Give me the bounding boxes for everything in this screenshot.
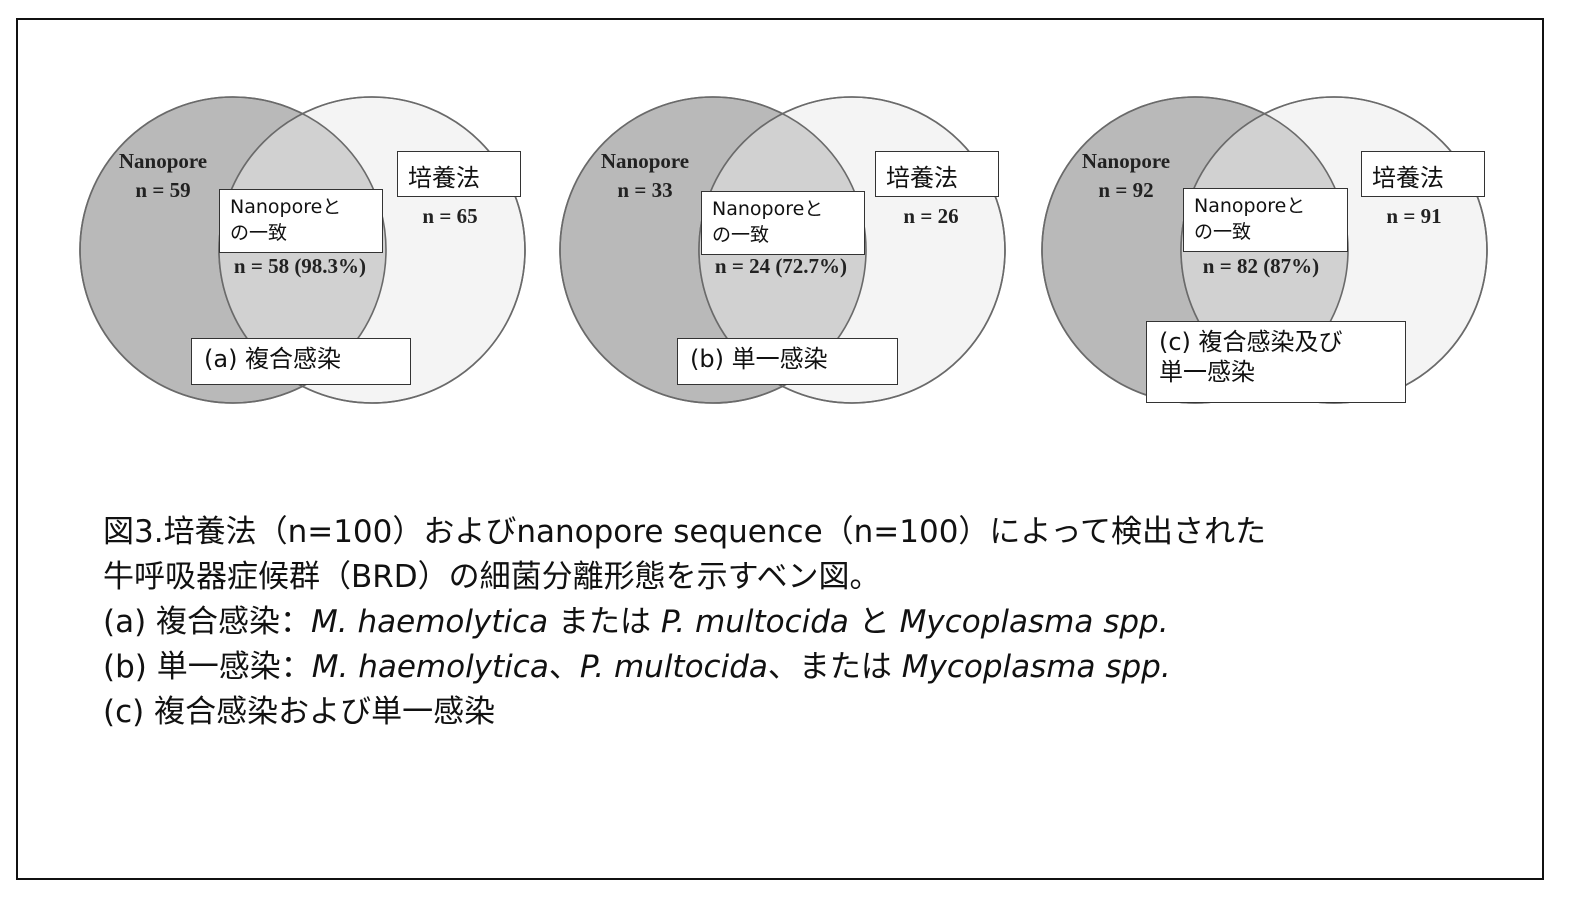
caption-text: 、または xyxy=(767,649,902,685)
venn-c-agree-box: Nanoporeと の一致 xyxy=(1183,188,1348,252)
figure-caption: 図3.培養法（n=100）およびnanopore sequence（n=100）… xyxy=(103,510,1523,735)
caption-line-4: (b) 単一感染：M. haemolytica、P. multocida、または… xyxy=(103,645,1523,690)
venn-c-overlap-n: n = 82 (87%) xyxy=(1203,254,1319,278)
venn-b-left-n: n = 33 xyxy=(617,178,672,202)
caption-line-4-prefix: (b) 単一感染： xyxy=(103,649,312,685)
caption-line-3-prefix: (a) 複合感染： xyxy=(103,604,312,640)
caption-line-2: 牛呼吸器症候群（BRD）の細菌分離形態を示すベン図。 xyxy=(103,559,881,595)
venn-c-label-box: (c) 複合感染及び 単一感染 xyxy=(1146,321,1406,403)
caption-text: または xyxy=(548,604,661,640)
caption-organism: M. haemolytica xyxy=(311,649,549,685)
caption-organism: P. multocida xyxy=(579,649,768,685)
venn-c-label-line2: 単一感染 xyxy=(1159,358,1255,386)
venn-a-agree-box: Nanoporeと の一致 xyxy=(219,189,383,253)
venn-b-agree-line2: の一致 xyxy=(712,224,770,246)
venn-a-left-n: n = 59 xyxy=(135,178,190,202)
venn-a-left-name: Nanopore xyxy=(119,149,207,173)
venn-b-right-n: n = 26 xyxy=(903,204,958,228)
caption-organism: Mycoplasma spp. xyxy=(899,604,1169,640)
venn-a-agree-line2: の一致 xyxy=(230,222,288,244)
caption-line-5: (c) 複合感染および単一感染 xyxy=(103,694,496,730)
caption-line-3: (a) 複合感染：M. haemolytica または P. multocida… xyxy=(103,600,1523,645)
caption-text: と xyxy=(848,604,900,640)
venn-a-culture-box: 培養法 xyxy=(397,151,521,197)
venn-c-right-n: n = 91 xyxy=(1386,204,1441,228)
venn-b-culture-label: 培養法 xyxy=(886,164,958,192)
venn-b-label-line1: (b) 単一感染 xyxy=(690,345,828,373)
venn-b-agree-line1: Nanoporeと xyxy=(712,198,824,220)
venn-b-agree-box: Nanoporeと の一致 xyxy=(701,191,865,255)
venn-b-overlap-n: n = 24 (72.7%) xyxy=(715,254,847,278)
caption-organism: Mycoplasma spp. xyxy=(901,649,1171,685)
venn-c-agree-line1: Nanoporeと xyxy=(1194,195,1306,217)
venn-c-culture-box: 培養法 xyxy=(1361,151,1485,197)
venn-b-label-box: (b) 単一感染 xyxy=(677,338,898,385)
venn-c-agree-line2: の一致 xyxy=(1194,221,1252,243)
caption-text: 、 xyxy=(548,649,580,685)
venn-c-culture-label: 培養法 xyxy=(1372,164,1444,192)
venn-c-left-name: Nanopore xyxy=(1082,149,1170,173)
venn-a-label-box: (a) 複合感染 xyxy=(191,338,411,385)
caption-organism: P. multocida xyxy=(660,604,849,640)
venn-b-left-name: Nanopore xyxy=(601,149,689,173)
venn-c-left-n: n = 92 xyxy=(1098,178,1153,202)
caption-organism: M. haemolytica xyxy=(311,604,549,640)
venn-a-overlap-n: n = 58 (98.3%) xyxy=(234,254,366,278)
venn-a-culture-label: 培養法 xyxy=(408,164,480,192)
venn-a-right-n: n = 65 xyxy=(422,204,477,228)
venn-c-label-line1: (c) 複合感染及び xyxy=(1159,328,1343,356)
venn-b-culture-box: 培養法 xyxy=(875,151,999,197)
venn-a-agree-line1: Nanoporeと xyxy=(230,196,342,218)
venn-a-label-line1: (a) 複合感染 xyxy=(204,345,342,373)
caption-line-1: 図3.培養法（n=100）およびnanopore sequence（n=100）… xyxy=(103,514,1266,550)
